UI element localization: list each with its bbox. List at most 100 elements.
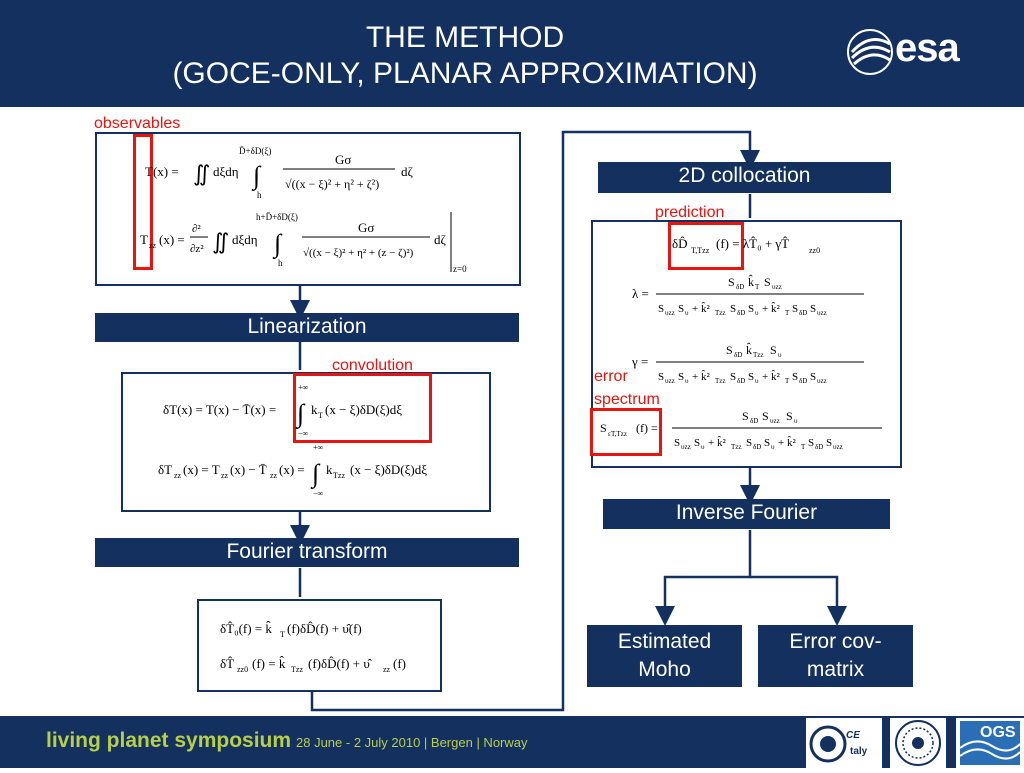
svg-text:γ =: γ =	[632, 354, 648, 369]
svg-text:S: S	[764, 437, 770, 449]
svg-text:T: T	[280, 630, 285, 639]
symposium-name: living planet symposium	[46, 729, 292, 752]
svg-text:h: h	[257, 190, 262, 200]
svg-text:∬: ∬	[212, 229, 229, 254]
svg-text:(f)δD̂(f) + υ̂: (f)δD̂(f) + υ̂	[308, 656, 373, 671]
svg-text:δT: δT	[158, 462, 172, 477]
svg-text:∫: ∫	[310, 459, 321, 489]
svg-text:δT̂₀(f) = k̂: δT̂₀(f) = k̂	[220, 621, 272, 636]
goce-label-2: taly	[850, 746, 868, 757]
svg-text:υ: υ	[794, 417, 798, 425]
equation-T0-hat: δT̂₀(f) = k̂ T (f)δD̂(f) + υ̂(f)	[220, 615, 430, 643]
svg-text:S: S	[770, 343, 777, 357]
svg-text:λ =: λ =	[632, 286, 649, 301]
collocation-box	[591, 220, 902, 468]
output-estimated-moho: Estimated Moho	[587, 625, 742, 687]
svg-text:S: S	[726, 343, 733, 357]
equation-deltaT-graphic: δT(x) = T(x) − T̄(x) = ∫ +∞ −∞ k T (x − …	[163, 383, 402, 438]
svg-text:δT̂: δT̂	[220, 656, 234, 671]
svg-text:υzz: υzz	[817, 309, 827, 317]
title-line-2: (GOCE-ONLY, PLANAR APPROXIMATION)	[172, 57, 758, 90]
svg-text:S: S	[730, 371, 736, 383]
svg-text:S: S	[826, 437, 832, 449]
svg-text:S: S	[808, 437, 814, 449]
svg-text:S: S	[728, 275, 735, 289]
svg-text:T: T	[318, 411, 323, 420]
svg-text:T,Tzz: T,Tzz	[691, 246, 710, 255]
svg-text:υzz: υzz	[681, 443, 691, 451]
step-2d-collocation: 2D collocation	[598, 162, 891, 193]
ogs-logo: OGS	[956, 718, 1024, 768]
svg-text:S: S	[600, 421, 607, 435]
equation-lambda: λ = S δD k̂ T S υzz S υzz S υ + k̂² Tzz …	[632, 270, 872, 326]
equation-Tzz: T zz (x) = ∂² ∂z² ∬ dξdη ∫ h+D̄+δD(ξ) h …	[140, 210, 510, 280]
svg-text:k̂: k̂	[746, 342, 752, 357]
svg-text:zz0: zz0	[809, 246, 820, 255]
output-estimated-moho-label: Estimated Moho	[617, 630, 712, 681]
ogs-icon	[959, 721, 1021, 765]
svg-text:υzz: υzz	[665, 309, 675, 317]
svg-text:δD̂: δD̂	[672, 236, 688, 251]
svg-text:+ k̂²: + k̂²	[778, 435, 796, 449]
observables-label: observables	[94, 115, 181, 132]
svg-text:δD: δD	[736, 283, 744, 291]
step-inverse-fourier: Inverse Fourier	[603, 499, 890, 529]
svg-text:S: S	[748, 371, 754, 383]
svg-text:S: S	[810, 371, 816, 383]
svg-text:zz: zz	[221, 471, 229, 480]
svg-text:S: S	[678, 303, 684, 315]
svg-text:(x) =: (x) =	[279, 462, 305, 477]
svg-text:T: T	[140, 232, 148, 247]
svg-text:T(x) =: T(x) =	[145, 164, 179, 179]
svg-text:zz: zz	[149, 241, 157, 250]
svg-text:δD: δD	[737, 309, 745, 317]
step-fourier-transform: Fourier transform	[95, 538, 519, 567]
svg-text:S: S	[748, 303, 754, 315]
equation-Tzz0-hat: δT̂ zz0 (f) = k̂ Tzz (f)δD̂(f) + υ̂ zz (…	[220, 650, 432, 678]
goce-label-1: CE	[846, 730, 860, 741]
observables-highlight	[133, 134, 153, 270]
svg-text:+ k̂²: + k̂²	[762, 301, 780, 315]
svg-text:−∞: −∞	[298, 429, 309, 438]
svg-text:dξdη: dξdη	[213, 164, 239, 179]
error-spectrum-highlight	[590, 408, 662, 456]
svg-text:T: T	[801, 443, 806, 451]
svg-text:∫: ∫	[272, 229, 283, 259]
convolution-label: convolution	[332, 357, 413, 374]
svg-text:υ: υ	[771, 443, 775, 451]
svg-text:(f) = λT̂₀ + γT̂: (f) = λT̂₀ + γT̂	[716, 236, 789, 251]
error-spectrum-label-2: spectrum	[594, 391, 660, 408]
svg-text:h+D̄+δD(ξ): h+D̄+δD(ξ)	[256, 212, 298, 222]
equation-deltaT: δT(x) = T(x) − T̄(x) = ∫ +∞ −∞ k T (x − …	[163, 382, 463, 442]
svg-text:√((x − ξ)² + η² + (z − ζ)²): √((x − ξ)² + η² + (z − ζ)²)	[303, 247, 414, 259]
svg-text:∂z²: ∂z²	[190, 243, 204, 255]
svg-text:∂²: ∂²	[192, 223, 201, 235]
svg-text:∬: ∬	[193, 161, 210, 186]
svg-text:S: S	[792, 303, 798, 315]
svg-text:S: S	[678, 371, 684, 383]
svg-text:εT,Tzz: εT,Tzz	[608, 430, 627, 438]
svg-text:+∞: +∞	[313, 443, 324, 452]
goce-italy-icon	[809, 725, 847, 763]
equation-gamma-graphic: γ = S δD k̂ Tzz S υ S υzz S υ + k̂² Tzz …	[631, 342, 864, 385]
svg-text:υ: υ	[701, 443, 705, 451]
svg-text:(x) =: (x) =	[159, 232, 185, 247]
svg-text:Tzz: Tzz	[715, 309, 726, 317]
svg-text:S: S	[658, 371, 664, 383]
svg-text:zz0: zz0	[237, 665, 248, 674]
equation-deltaTzz: δT zz (x) = T zz (x) − T̄ zz (x) = ∫ +∞ …	[158, 442, 478, 504]
svg-text:S: S	[764, 275, 771, 289]
svg-text:z=0: z=0	[453, 264, 467, 274]
svg-text:dξdη: dξdη	[232, 232, 258, 247]
equation-Tzz0-hat-graphic: δT̂ zz0 (f) = k̂ Tzz (f)δD̂(f) + υ̂ zz (…	[220, 656, 406, 674]
svg-text:δD: δD	[815, 443, 823, 451]
svg-text:(f)δD̂(f) + υ̂(f): (f)δD̂(f) + υ̂(f)	[287, 621, 362, 636]
university-seal	[890, 718, 946, 768]
svg-text:δD: δD	[799, 309, 807, 317]
svg-text:υzz: υzz	[817, 377, 827, 385]
observables-box	[95, 132, 521, 286]
svg-text:(x − ξ)δD(ξ)dξ: (x − ξ)δD(ξ)dξ	[350, 462, 427, 477]
svg-text:+ k̂²: + k̂²	[762, 369, 780, 383]
svg-text:dζ: dζ	[401, 164, 414, 179]
prediction-label: prediction	[655, 204, 725, 221]
